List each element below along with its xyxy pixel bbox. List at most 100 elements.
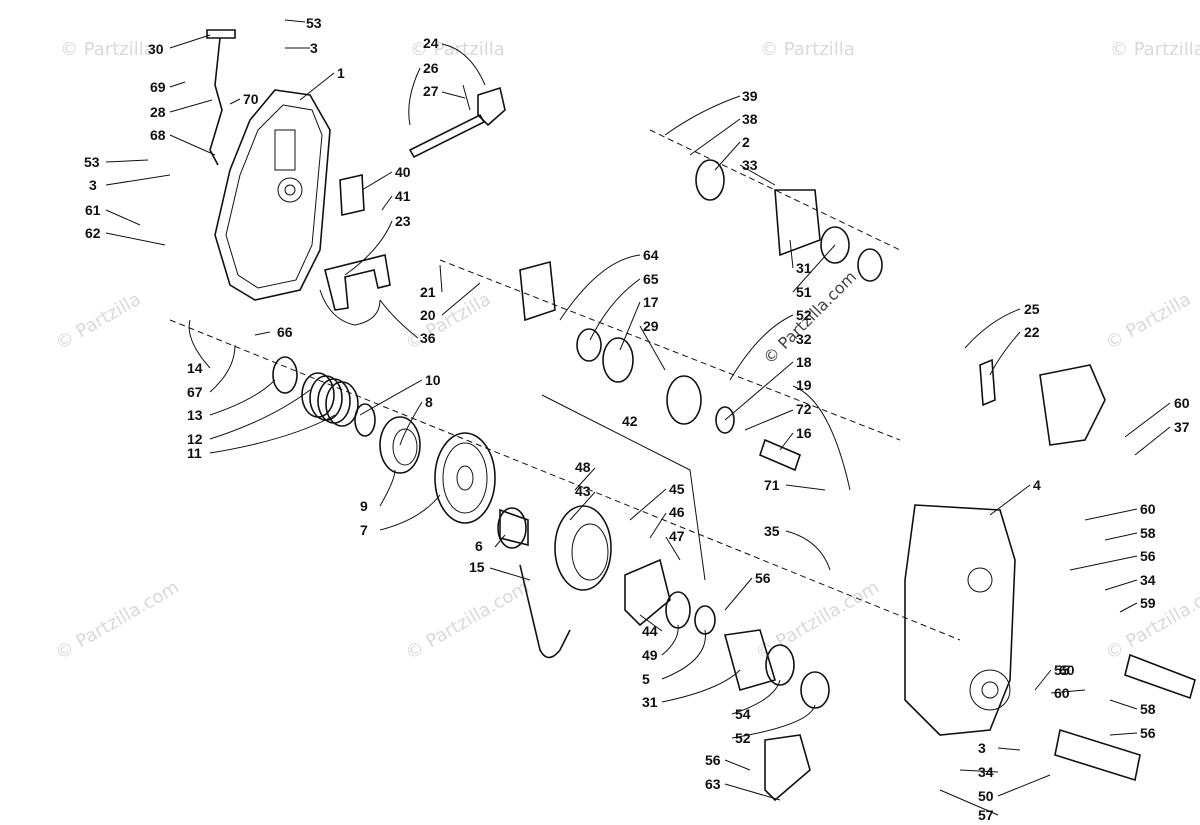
o-ring [857, 248, 883, 282]
part-number-label: 35 [764, 523, 780, 539]
part-number-label: 43 [575, 483, 591, 499]
watermark: © Partzilla.com [52, 577, 183, 665]
part-number-label: 58 [1140, 701, 1156, 717]
part-number-label: 68 [150, 127, 166, 143]
part-number-label: 64 [643, 247, 659, 263]
part-number-label: 34 [978, 764, 994, 780]
brake-plate [339, 174, 365, 216]
bearing-flange [723, 629, 776, 691]
part-number-label: 61 [85, 202, 101, 218]
part-number-label: 59 [1140, 595, 1156, 611]
part-number-label: 49 [642, 647, 658, 663]
large-sprocket [434, 432, 496, 524]
part-number-label: 31 [796, 260, 812, 276]
part-number-label: 58 [1140, 525, 1156, 541]
part-number-label: 56 [705, 752, 721, 768]
part-number-label: 19 [796, 377, 812, 393]
part-number-label: 22 [1024, 324, 1040, 340]
watermark: © Partzilla [760, 39, 855, 60]
part-number-label: 13 [187, 407, 203, 423]
bearing-flange [774, 189, 821, 257]
part-number-label: 41 [395, 188, 411, 204]
parts-layer [169, 29, 1196, 802]
o-ring [800, 671, 830, 709]
watermark: © Partzilla [402, 289, 495, 355]
side-bracket [1039, 364, 1106, 446]
part-number-label: 69 [150, 79, 166, 95]
part-number-label: 71 [764, 477, 780, 493]
part-number-label: 66 [277, 324, 293, 340]
part-number-label: 15 [469, 559, 485, 575]
watermark: © Partzilla [1110, 39, 1200, 60]
shift-plate [624, 558, 671, 627]
part-number-label: 21 [420, 284, 436, 300]
part-number-label: 56 [1140, 725, 1156, 741]
part-number-label: 27 [423, 83, 439, 99]
part-number-label: 23 [395, 213, 411, 229]
part-number-label: 53 [84, 154, 100, 170]
part-number-label: 26 [423, 60, 439, 76]
part-number-label: 56 [755, 570, 771, 586]
part-number-label: 52 [735, 730, 751, 746]
part-number-label: 1 [337, 65, 345, 81]
part-number-label: 53 [306, 15, 322, 31]
part-number-label: 18 [796, 354, 812, 370]
part-number-label: 6 [475, 538, 483, 554]
drive-chain [519, 564, 571, 659]
watermark: © Partzilla.com [752, 577, 883, 665]
mount-bracket [764, 734, 811, 802]
washer [694, 605, 716, 635]
leader-lines [105, 19, 1171, 816]
washer [715, 406, 735, 434]
part-number-label: 70 [243, 91, 259, 107]
part-number-label: 50 [978, 788, 994, 804]
part-number-label: 47 [669, 528, 685, 544]
brake-lever [206, 29, 236, 166]
part-number-label: 4 [1033, 477, 1041, 493]
part-number-label: 2 [742, 134, 750, 150]
watermark: © Partzilla.com [402, 577, 533, 665]
part-number-label: 31 [642, 694, 658, 710]
part-number-label: 62 [85, 225, 101, 241]
needle-bearing [665, 591, 691, 629]
axis-line [649, 129, 901, 251]
bearing [820, 226, 850, 264]
part-number-label: 5 [642, 671, 650, 687]
part-number-label: 29 [643, 318, 659, 334]
part-number-label: 45 [669, 481, 685, 497]
part-number-label: 46 [669, 504, 685, 520]
part-number-label: 12 [187, 431, 203, 447]
part-number-label: 60 [1140, 501, 1156, 517]
part-number-label: 42 [622, 413, 638, 429]
part-number-label: 55 [1054, 662, 1070, 678]
part-number-label: 37 [1174, 419, 1190, 435]
part-number-label: 38 [742, 111, 758, 127]
part-number-label: 10 [425, 372, 441, 388]
part-number-label: 44 [642, 623, 658, 639]
part-number-label: 24 [423, 35, 439, 51]
part-number-label: 3 [978, 740, 986, 756]
part-number-label: 9 [360, 498, 368, 514]
bearing [765, 644, 795, 686]
part-number-label: 60 [1054, 685, 1070, 701]
chaincase-housing [904, 504, 1016, 736]
watermark: © Partzilla [60, 39, 155, 60]
assembly-bracket [541, 394, 706, 581]
upper-bracket [519, 260, 556, 322]
axis-line [439, 259, 901, 441]
driveshaft [1054, 728, 1141, 782]
part-number-label: 39 [742, 88, 758, 104]
reverse-gear [554, 505, 612, 591]
bearing [379, 416, 421, 474]
watermark-layer: © Partzilla © Partzilla © Partzilla © Pa… [52, 39, 1200, 664]
part-number-label: 3 [89, 177, 97, 193]
part-number-label: 60 [1059, 662, 1075, 678]
wire-clip [319, 289, 381, 326]
part-number-label: 28 [150, 104, 166, 120]
part-number-label: 8 [425, 394, 433, 410]
watermark: © Partzilla [52, 289, 145, 355]
part-number-label: 34 [1140, 572, 1156, 588]
part-number-label: 25 [1024, 301, 1040, 317]
washer [272, 356, 298, 394]
